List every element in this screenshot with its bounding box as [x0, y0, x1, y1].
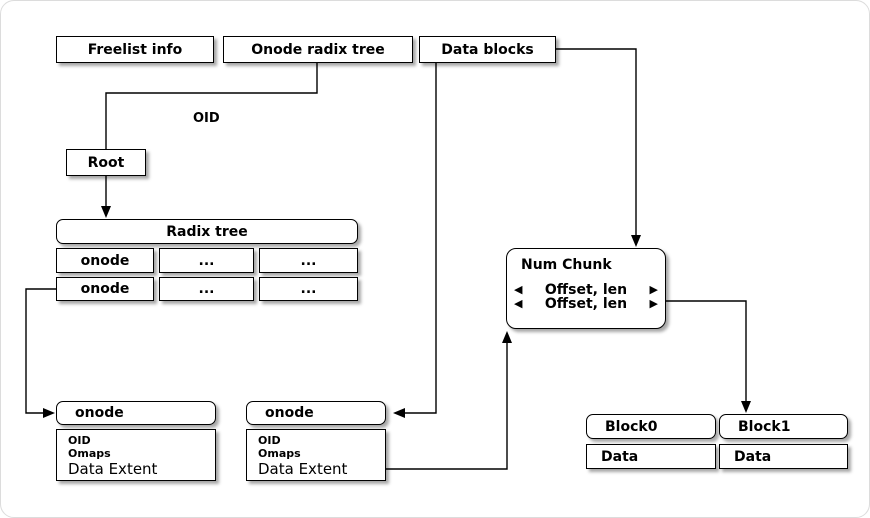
- onode-detail-middle-header: onode: [246, 401, 386, 425]
- oid-field: OID: [68, 434, 91, 447]
- block1-data-cell: Data: [719, 444, 848, 469]
- radix-cell-row1-ellipsis1: ...: [159, 277, 254, 301]
- radix-cell-label: ...: [198, 252, 215, 269]
- freelist-info-label: Freelist info: [87, 41, 183, 58]
- left-arrow-icon: ◀: [514, 297, 523, 310]
- data-blocks-label: Data blocks: [441, 41, 534, 58]
- data-blocks-box: Data blocks: [419, 36, 556, 63]
- num-chunk-box: Num Chunk ◀ Offset, len ▶ ◀ Offset, len …: [506, 248, 666, 329]
- data-label: Data: [734, 448, 772, 465]
- radix-cell-label: onode: [80, 252, 130, 269]
- root-label: Root: [87, 154, 125, 171]
- block1-label: Block1: [738, 418, 791, 435]
- oid-field: OID: [258, 434, 281, 447]
- data-extent-field: Data Extent: [258, 460, 348, 478]
- onode-label: onode: [75, 405, 124, 421]
- num-chunk-entry-row: ◀ Offset, len ▶: [507, 283, 665, 297]
- num-chunk-title: Num Chunk: [521, 257, 612, 273]
- radix-cell-row0-ellipsis2: ...: [259, 248, 358, 273]
- onode-label: onode: [265, 405, 314, 421]
- radix-cell-row0-ellipsis1: ...: [159, 248, 254, 273]
- omaps-field: Omaps: [258, 447, 301, 460]
- block0-label: Block0: [605, 418, 658, 435]
- radix-cell-label: ...: [300, 252, 317, 269]
- right-arrow-icon: ▶: [649, 297, 658, 310]
- radix-cell-label: ...: [198, 281, 215, 297]
- data-extent-field: Data Extent: [68, 460, 158, 478]
- radix-tree-title: Radix tree: [166, 223, 248, 240]
- radix-cell-row1-ellipsis2: ...: [259, 277, 358, 301]
- radix-tree-header: Radix tree: [56, 219, 358, 244]
- offset-len-label: Offset, len: [544, 296, 628, 312]
- edge-onode-radix-tree-to-root: [105, 63, 318, 149]
- edge-data-extent-to-num-chunk: [386, 331, 512, 470]
- onode-detail-left-fields: OID Omaps Data Extent: [56, 429, 216, 481]
- root-box: Root: [66, 149, 146, 176]
- edge-data-blocks-to-onode-detail-middle: [393, 63, 437, 418]
- edge-num-chunk-to-block1: [666, 300, 751, 413]
- freelist-info-box: Freelist info: [56, 36, 214, 63]
- num-chunk-entry-row: ◀ Offset, len ▶: [507, 297, 665, 311]
- block0-data-cell: Data: [586, 444, 716, 469]
- edge-root-to-radix-tree: [101, 176, 111, 218]
- oid-edge-label: OID: [193, 111, 220, 126]
- block1-header: Block1: [719, 414, 848, 439]
- block0-header: Block0: [586, 414, 716, 439]
- radix-cell-row1-onode: onode: [56, 277, 154, 301]
- edge-data-blocks-to-num-chunk: [556, 48, 641, 247]
- radix-cell-label: onode: [80, 281, 130, 297]
- left-arrow-icon: ◀: [514, 283, 523, 296]
- radix-cell-label: ...: [300, 281, 317, 297]
- onode-detail-left-header: onode: [56, 401, 216, 425]
- right-arrow-icon: ▶: [649, 283, 658, 296]
- edge-radix-onode-to-onode-detail-left: [25, 288, 56, 418]
- onode-radix-tree-box: Onode radix tree: [223, 36, 413, 63]
- onode-radix-tree-label: Onode radix tree: [251, 41, 385, 58]
- radix-cell-row0-onode: onode: [56, 248, 154, 273]
- data-label: Data: [601, 448, 639, 465]
- omaps-field: Omaps: [68, 447, 111, 460]
- offset-len-label: Offset, len: [544, 282, 628, 298]
- onode-detail-middle-fields: OID Omaps Data Extent: [246, 429, 386, 481]
